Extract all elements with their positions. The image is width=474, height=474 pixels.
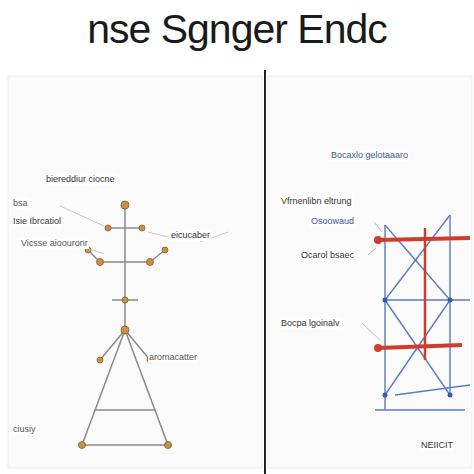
- part-label: ciusiy: [12, 424, 37, 435]
- part-label: Vicsse aioouronr: [20, 238, 89, 249]
- right-leader-lines: [362, 222, 382, 340]
- beam-ends: [374, 236, 382, 352]
- right-panel: [268, 76, 472, 468]
- part-label: Vfrnenlibn eltrung: [280, 196, 353, 207]
- tower-figure: [82, 205, 168, 445]
- diagram-title: nse Sgnger Endc: [0, 6, 474, 53]
- part-label: Bocaxlo gelotaaaro: [330, 150, 409, 161]
- part-label: bsa: [12, 198, 29, 209]
- frame-nodes: [383, 298, 453, 398]
- part-label: NEIICIT: [420, 440, 454, 451]
- part-label: Ocarol bsaec: [300, 250, 355, 261]
- joint-dots: [79, 201, 172, 449]
- divider-line: [264, 70, 266, 474]
- part-label: biereddiur ciocne: [45, 174, 116, 185]
- red-beams: [378, 228, 470, 360]
- part-label: Bocpa lgoinalv: [280, 318, 341, 329]
- left-panel: [8, 76, 262, 468]
- part-label: aromacatter: [148, 352, 198, 363]
- part-label: eicucaber: [170, 230, 211, 241]
- part-label: Isie Ibrcatiol: [12, 216, 62, 227]
- part-label: Osoowaud: [310, 216, 355, 227]
- frame-figure: [375, 215, 470, 410]
